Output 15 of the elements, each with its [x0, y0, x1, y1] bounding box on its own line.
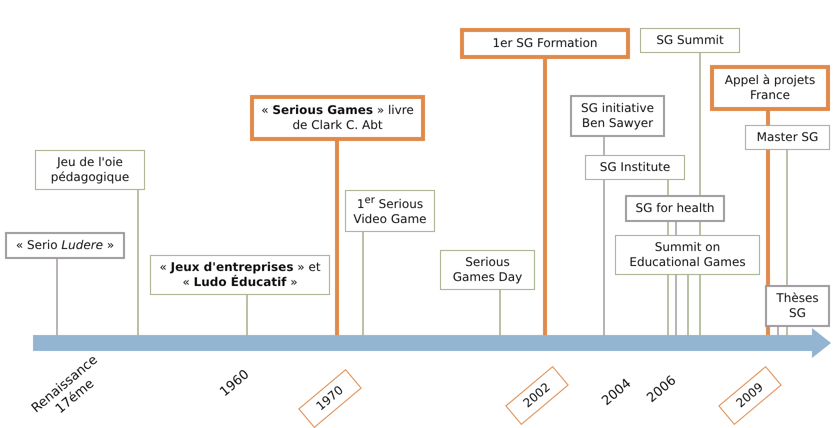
event-sign: « Serious Games » livre de Clark C. Abt — [250, 95, 425, 141]
event-sign: SG for health — [625, 195, 725, 222]
event-sign: Jeu de l'oie pédagogique — [35, 150, 145, 190]
event-sign: Thèses SG — [765, 285, 830, 327]
event-sign: 1$^{er}$ Serious Video Game — [345, 190, 435, 232]
event-sign: Serious Games Day — [440, 250, 535, 290]
event-sign: Master SG — [745, 125, 830, 150]
event-sign: SG Institute — [585, 155, 685, 180]
event-sign: SG initiative Ben Sawyer — [570, 95, 665, 137]
event-sign: 1er SG Formation — [460, 28, 630, 59]
event-sign: Appel à projets France — [710, 65, 830, 111]
event-sign: SG Summit — [640, 28, 740, 53]
event-sign: « Jeux d'entreprises » et « Ludo Éducatif » — [150, 255, 330, 295]
event-sign: Summit on Educational Games — [615, 235, 760, 275]
event-sign: « Serio Ludere » — [5, 232, 125, 259]
